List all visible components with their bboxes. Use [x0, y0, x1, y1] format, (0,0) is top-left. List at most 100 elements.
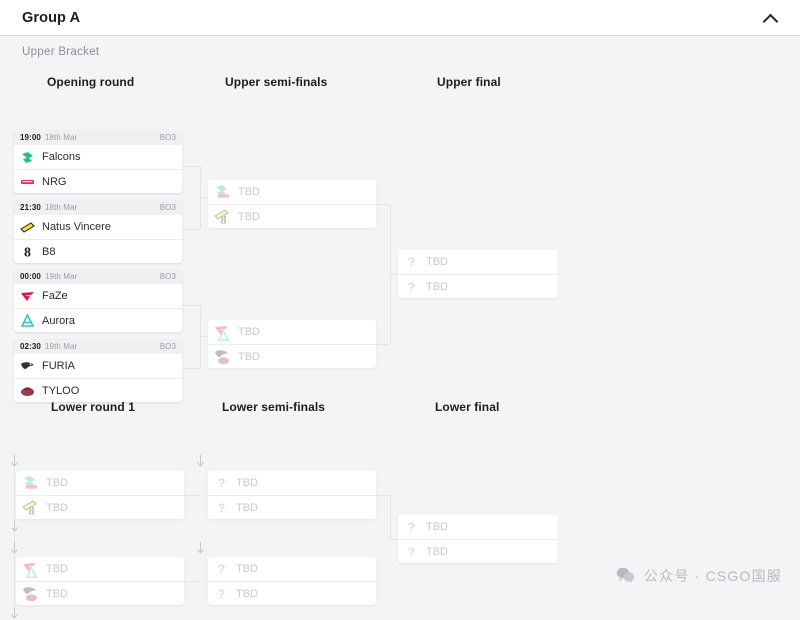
chevron-up-icon[interactable] [764, 11, 778, 25]
team-row[interactable]: TYLOO [14, 378, 182, 402]
team-name: TBD [236, 587, 258, 600]
team-row[interactable]: ? TBD [398, 539, 558, 563]
team-name: TBD [46, 501, 68, 514]
team-name: TYLOO [42, 384, 80, 397]
team-name: TBD [236, 563, 258, 575]
team-name: Aurora [42, 314, 76, 327]
team-row[interactable]: TBD [16, 557, 184, 581]
team-row[interactable]: ? TBD [208, 581, 376, 605]
drop-arrow-icon [197, 455, 204, 468]
team-row[interactable]: 8 TBD [208, 204, 376, 228]
team-row[interactable]: ? TBD [208, 557, 376, 581]
match-card[interactable]: TBD 8 TBD [16, 471, 184, 519]
falcons-nrg-stack [22, 475, 39, 491]
question-icon: ? [407, 544, 416, 559]
round-label-lower-round-1: Lower round 1 [51, 400, 135, 414]
match-format: BO3 [159, 342, 176, 351]
match-date: 18th Mar [44, 203, 78, 212]
connector [182, 495, 200, 496]
team-name: TBD [238, 186, 260, 198]
tyloo-logo [20, 383, 35, 398]
connector [182, 166, 200, 167]
team-row[interactable]: TBD [208, 180, 376, 204]
connector [182, 305, 200, 306]
question-icon: ? [217, 476, 226, 490]
match-card[interactable]: ? TBD ? TBD [398, 515, 558, 563]
match-card[interactable]: 00:00 19th Mar BO3 FaZe Aurora [14, 269, 182, 332]
team-name: TBD [426, 545, 448, 558]
team-row[interactable]: TBD [16, 581, 184, 605]
bracket-canvas: Upper Bracket Opening round Upper semi-f… [0, 36, 800, 619]
round-label-opening: Opening round [47, 75, 135, 89]
team-row[interactable]: ? TBD [208, 495, 376, 519]
question-icon: ? [217, 562, 226, 576]
furia-logo [20, 359, 35, 374]
team-name: Falcons [42, 151, 81, 163]
team-name: TBD [46, 477, 68, 489]
team-row[interactable]: 8 TBD [16, 495, 184, 519]
team-row[interactable]: FaZe [14, 284, 182, 308]
team-row[interactable]: TBD [208, 320, 376, 344]
match-card[interactable]: ? TBD ? TBD [208, 471, 376, 519]
match-header: 21:30 18th Mar BO3 [14, 200, 182, 215]
team-row[interactable]: Falcons [14, 145, 182, 169]
match-card[interactable]: TBD 8 TBD [208, 180, 376, 228]
match-header: 19:00 18th Mar BO3 [14, 130, 182, 145]
team-row[interactable]: FURIA [14, 354, 182, 378]
team-row[interactable]: TBD [208, 344, 376, 368]
team-row[interactable]: ? TBD [398, 274, 558, 298]
watermark: 公众号 · CSGO国服 [616, 566, 782, 586]
team-name: TBD [46, 563, 68, 575]
match-card[interactable]: TBD TBD [16, 557, 184, 605]
team-name: TBD [236, 501, 258, 514]
furia-tyloo-stack [214, 349, 231, 365]
navi-b8-stack: 8 [214, 209, 231, 226]
team-name: FaZe [42, 290, 68, 302]
match-format: BO3 [159, 272, 176, 281]
team-name: B8 [42, 245, 56, 258]
team-row[interactable]: 8 B8 [14, 239, 182, 263]
connector [372, 344, 390, 345]
match-card[interactable]: 19:00 18th Mar BO3 Falcons NRG [14, 130, 182, 193]
team-row[interactable]: ? TBD [398, 250, 558, 274]
question-icon: ? [407, 520, 416, 534]
connector [372, 495, 390, 496]
team-row[interactable]: Aurora [14, 308, 182, 332]
match-time: 02:30 [20, 342, 41, 351]
page-title: Group A [22, 9, 81, 26]
team-name: TBD [46, 587, 68, 600]
team-name: NRG [42, 175, 67, 188]
match-card[interactable]: TBD TBD [208, 320, 376, 368]
team-name: Natus Vincere [42, 221, 111, 233]
match-time: 00:00 [20, 272, 41, 281]
team-row[interactable]: ? TBD [208, 471, 376, 495]
match-header: 00:00 19th Mar BO3 [14, 269, 182, 284]
team-row[interactable]: NRG [14, 169, 182, 193]
team-name: TBD [236, 477, 258, 489]
drop-arrow-icon [11, 520, 18, 533]
faze-aurora-stack [22, 562, 39, 578]
team-row[interactable]: TBD [16, 471, 184, 495]
match-card[interactable]: 21:30 18th Mar BO3 Natus Vincere 8 B8 [14, 200, 182, 263]
connector [200, 336, 208, 337]
drop-arrow-icon [11, 542, 18, 555]
match-header: 02:30 19th Mar BO3 [14, 339, 182, 354]
match-card[interactable]: ? TBD ? TBD [208, 557, 376, 605]
match-card[interactable]: 02:30 19th Mar BO3 FURIA TYLOO [14, 339, 182, 402]
question-icon: ? [407, 279, 416, 294]
drop-arrow-icon [197, 542, 204, 555]
match-format: BO3 [159, 133, 176, 142]
connector [390, 539, 398, 540]
connector [372, 204, 390, 205]
team-row[interactable]: Natus Vincere [14, 215, 182, 239]
team-name: TBD [426, 256, 448, 268]
match-card[interactable]: ? TBD ? TBD [398, 250, 558, 298]
group-header[interactable]: Group A [0, 0, 800, 36]
round-label-upper-semis: Upper semi-finals [225, 75, 328, 89]
connector [182, 368, 200, 369]
team-row[interactable]: ? TBD [398, 515, 558, 539]
match-time: 21:30 [20, 203, 41, 212]
connector [182, 581, 200, 582]
svg-text:8: 8 [24, 246, 31, 260]
round-label-upper-final: Upper final [437, 75, 501, 89]
